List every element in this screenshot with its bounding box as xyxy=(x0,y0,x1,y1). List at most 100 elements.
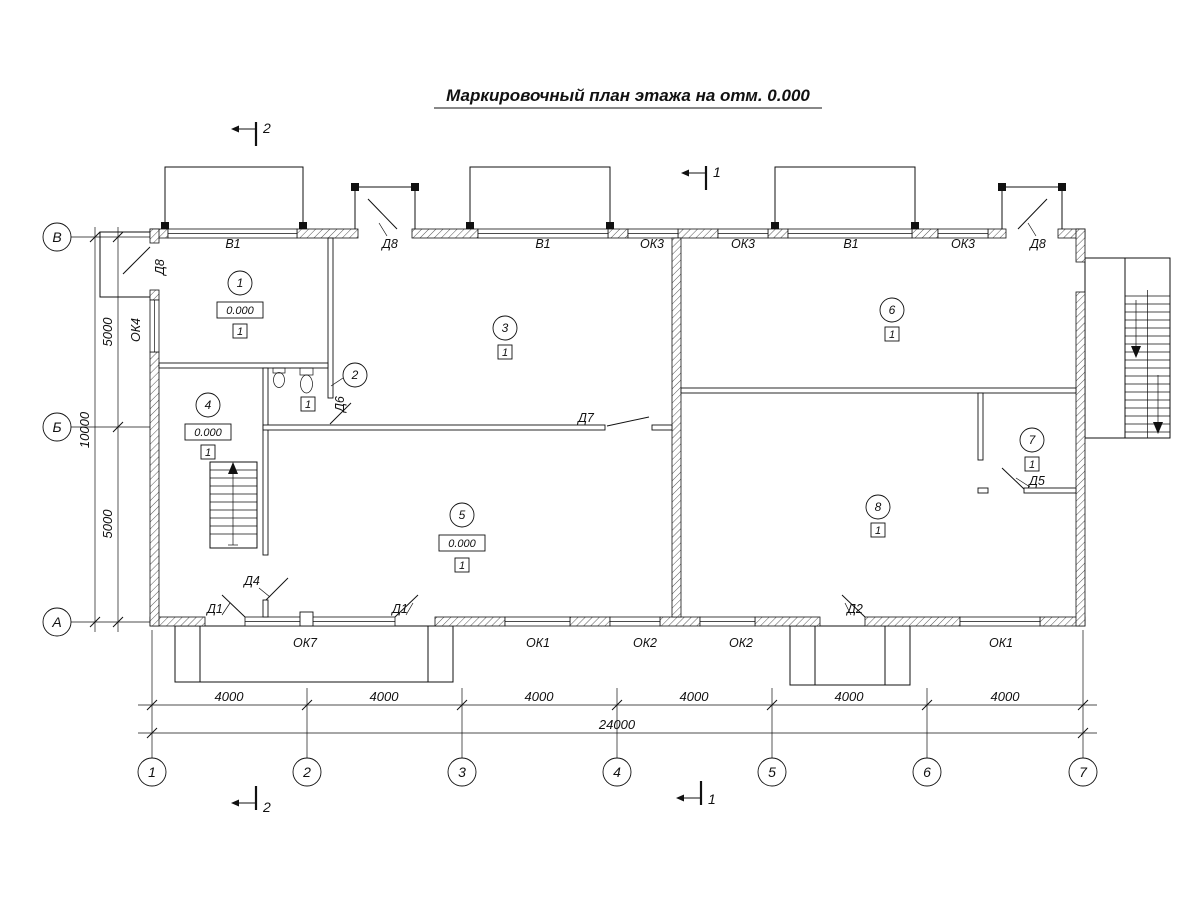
section-label: 2 xyxy=(262,120,271,136)
dim-total-label: 24000 xyxy=(598,717,636,732)
left-dimension-lines: 5000 5000 10000 xyxy=(77,227,124,632)
opening-label: Д6 xyxy=(333,396,347,414)
window-ok3-1 xyxy=(627,228,679,239)
type-box xyxy=(232,323,248,339)
leader-line xyxy=(405,602,414,616)
type-value: 1 xyxy=(502,347,508,359)
stair-arrow-up-icon xyxy=(228,462,238,474)
opening-labels-top: В1 Д8 В1 ОК3 ОК3 В1 ОК3 Д8 xyxy=(225,222,1046,251)
type-value: 1 xyxy=(875,525,881,537)
room-number-circle xyxy=(1019,427,1045,453)
room-number: 2 xyxy=(351,368,359,382)
window-v1-mid xyxy=(477,228,609,239)
toilet-icon xyxy=(299,367,314,376)
elevation-box xyxy=(438,534,486,552)
axis-label-row: Б xyxy=(52,419,61,435)
axis-label-col: 1 xyxy=(148,764,156,780)
type-box xyxy=(870,522,886,538)
axis-circle-row-b xyxy=(42,412,72,442)
room-number-circle xyxy=(449,502,475,528)
opening-label: В1 xyxy=(225,237,240,251)
door-leaf-d6 xyxy=(329,402,352,425)
door-leaf-d5 xyxy=(1001,467,1025,490)
type-box xyxy=(1024,456,1040,472)
stair-arrow-down-icon xyxy=(1131,346,1141,358)
type-box xyxy=(497,344,513,360)
room-6-annotation: 6 1 xyxy=(879,297,905,342)
door-leaf-d1-right xyxy=(394,594,419,618)
dim-label: 5000 xyxy=(100,509,115,539)
elevation-box xyxy=(184,423,232,441)
window-ok3-2 xyxy=(717,228,769,239)
axis-label-col: 6 xyxy=(923,764,931,780)
row-axes: В Б А xyxy=(42,222,150,637)
room-number-circle xyxy=(492,315,518,341)
opening-label: Д1 xyxy=(205,602,223,616)
leader-line xyxy=(221,602,231,616)
dim-label: 4000 xyxy=(680,689,710,704)
sink-icon xyxy=(272,367,286,374)
window-ok7 xyxy=(244,611,396,627)
room-number: 8 xyxy=(875,500,882,514)
interior-staircase xyxy=(209,461,258,549)
opening-label: Д5 xyxy=(1027,474,1045,488)
room-4-annotation: 4 0.000 1 xyxy=(184,392,232,460)
axis-label-col: 4 xyxy=(613,764,621,780)
exterior-wall-right xyxy=(1075,228,1086,627)
room-7-annotation: 7 1 xyxy=(1019,427,1045,472)
entrance-porch-bottom-left xyxy=(174,625,454,683)
type-box xyxy=(884,326,900,342)
dim-label: 4000 xyxy=(370,689,400,704)
window-ok2-left xyxy=(609,616,661,627)
type-box xyxy=(454,557,470,573)
section-mark-1-top: 1 xyxy=(681,164,721,190)
elevation-value: 0.000 xyxy=(194,427,222,439)
dim-label: 5000 xyxy=(100,317,115,347)
room-number: 4 xyxy=(205,398,212,412)
room-number-circle xyxy=(227,270,253,296)
type-box xyxy=(200,444,216,460)
axis-circle-row-v xyxy=(42,222,72,252)
opening-label: ОК3 xyxy=(731,237,755,251)
room-number: 6 xyxy=(889,303,896,317)
dim-label: 4000 xyxy=(525,689,555,704)
type-value: 1 xyxy=(889,329,895,341)
section-mark-1-bottom: 1 xyxy=(676,781,716,807)
opening-label: ОК1 xyxy=(989,636,1013,650)
window-ok4 xyxy=(149,299,160,353)
dim-total-label: 10000 xyxy=(77,411,92,448)
leader-line xyxy=(844,602,852,616)
drawing-title: Маркировочный план этажа на отм. 0.000 xyxy=(446,86,810,105)
column-axes: 1 2 3 4 5 6 7 xyxy=(137,630,1098,787)
elevation-box xyxy=(216,301,264,319)
room-number: 3 xyxy=(502,321,509,335)
wc-fixtures xyxy=(272,367,314,394)
section-mark-2-top: 2 xyxy=(231,120,271,146)
section-mark-2-bottom: 2 xyxy=(231,786,271,815)
leader-line xyxy=(258,587,271,598)
porch-columns xyxy=(161,183,1066,229)
left-porch xyxy=(99,231,150,298)
showcase-column xyxy=(299,611,314,627)
opening-labels-interior: Д6 Д7 Д4 Д5 xyxy=(242,396,1045,598)
room-number-circle xyxy=(342,362,368,388)
section-label: 1 xyxy=(713,164,721,180)
cross-wall xyxy=(671,237,682,618)
door-leaf-d7 xyxy=(606,416,650,427)
window-v1-right xyxy=(787,228,913,239)
room-number: 5 xyxy=(459,508,466,522)
window-ok3-3 xyxy=(937,228,989,239)
opening-label: ОК1 xyxy=(526,636,550,650)
opening-label: ОК2 xyxy=(633,636,657,650)
window-ok1-right xyxy=(959,616,1041,627)
stair-treads xyxy=(210,469,257,535)
opening-label: ОК4 xyxy=(129,318,143,342)
room-number-circle xyxy=(865,494,891,520)
type-value: 1 xyxy=(237,326,243,338)
window-ok1-left xyxy=(504,616,571,627)
room-1-annotation: 1 0.000 1 xyxy=(216,270,264,339)
axis-label-col: 7 xyxy=(1079,764,1088,780)
room-number-circle xyxy=(195,392,221,418)
opening-label: В1 xyxy=(535,237,550,251)
